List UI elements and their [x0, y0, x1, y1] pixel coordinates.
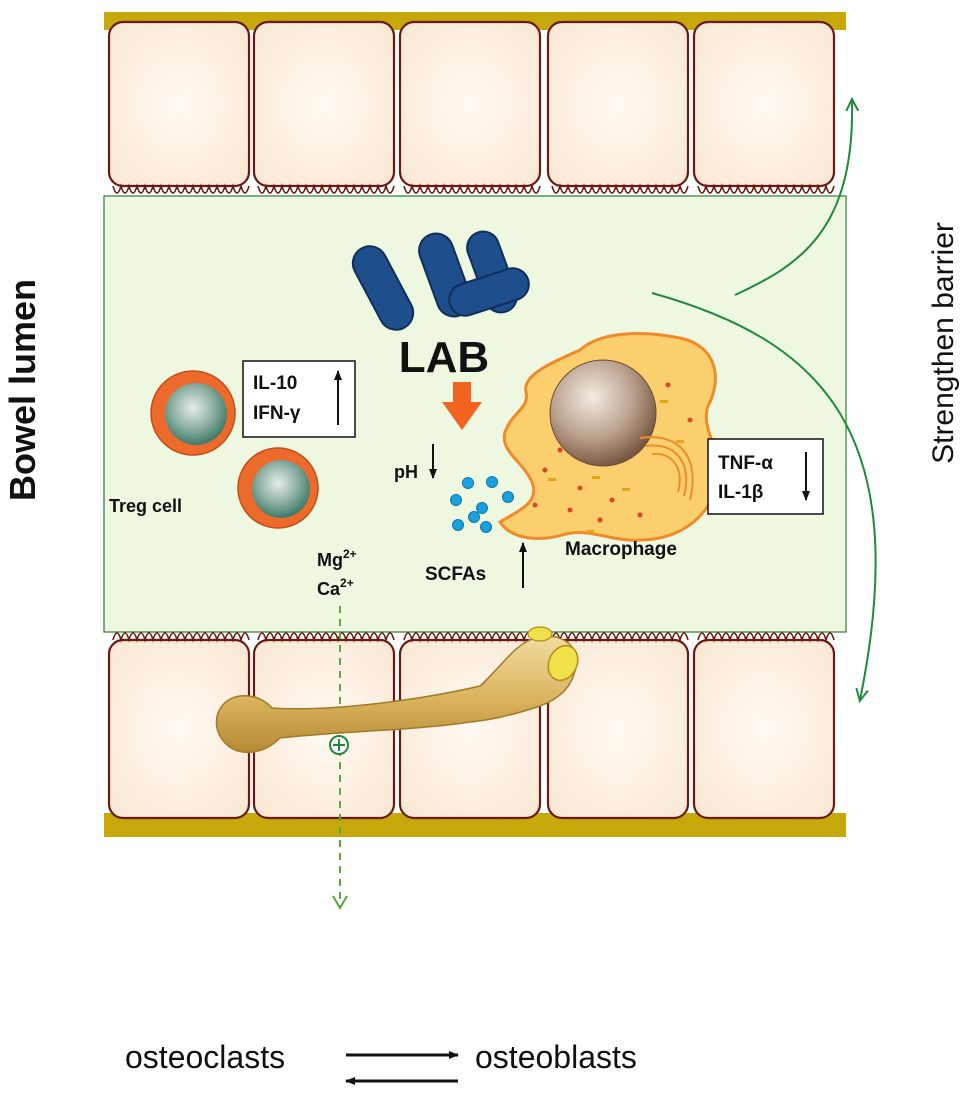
macrophage-vesicles	[548, 400, 684, 533]
ph-label: pH	[394, 462, 418, 482]
il10-label: IL-10	[253, 373, 297, 394]
treg-cell	[150, 370, 319, 529]
epithelial-cell	[398, 20, 542, 194]
epithelial-cell	[107, 20, 251, 194]
strengthen-barrier-arrow-up	[734, 100, 852, 296]
upper-epithelium	[107, 20, 836, 194]
epithelial-cell	[692, 20, 836, 194]
il1-beta-label: IL-1β	[718, 482, 763, 503]
treg-cell-label: Treg cell	[109, 496, 182, 516]
macrophage-golgi	[639, 436, 694, 501]
microvilli	[551, 632, 689, 643]
scfas-label: SCFAs	[425, 564, 486, 585]
ca-charge: 2+	[340, 576, 354, 590]
mg-label: Mg2+	[317, 547, 357, 570]
microvilli	[112, 632, 250, 643]
osteoclasts-label: osteoclasts	[125, 1039, 285, 1075]
microvilli	[257, 632, 395, 643]
microvilli	[257, 183, 395, 194]
epithelial-cell	[546, 632, 690, 820]
strengthen-barrier-arrow-down	[651, 292, 877, 700]
microvilli	[551, 183, 689, 194]
bone-illustration	[215, 626, 579, 754]
macrophage-granules	[532, 382, 693, 523]
epithelial-cell	[546, 20, 690, 194]
lab-bacteria	[351, 230, 530, 331]
osteoblasts-label: osteoblasts	[475, 1039, 637, 1075]
microvilli	[403, 183, 541, 194]
microvilli	[403, 632, 541, 643]
mg-charge: 2+	[343, 547, 357, 561]
positive-effect-icon	[329, 735, 349, 755]
microvilli	[112, 183, 250, 194]
macrophage-cytokine-box	[707, 438, 824, 515]
lab-label: LAB	[399, 333, 489, 382]
epithelial-cell	[252, 20, 396, 194]
macrophage-label: Macrophage	[565, 539, 677, 560]
epithelial-cell	[692, 632, 836, 820]
ifn-gamma-label: IFN-γ	[253, 403, 301, 424]
macrophage-nucleus	[549, 359, 657, 467]
microvilli	[697, 183, 835, 194]
strengthen-barrier-label: Strengthen barrier	[927, 222, 960, 464]
microvilli	[697, 632, 835, 643]
lab-effect-arrow	[442, 382, 482, 430]
ca-label: Ca2+	[317, 576, 354, 599]
tnf-alpha-label: TNF-α	[718, 453, 773, 474]
bowel-lumen-label: Bowel lumen	[2, 279, 43, 501]
